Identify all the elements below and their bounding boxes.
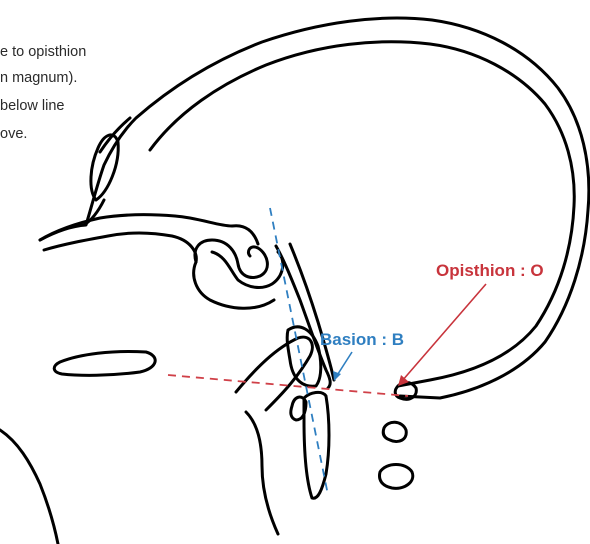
mandible-ramus-lower xyxy=(246,412,278,534)
cranial-base-lower xyxy=(44,233,196,262)
clivus-posterior xyxy=(290,244,334,380)
anterior-cranial-base xyxy=(40,215,258,244)
dens xyxy=(304,392,329,498)
mandibular-ramus xyxy=(236,337,312,410)
hard-palate xyxy=(54,351,155,375)
basion-label: Basion : B xyxy=(320,330,404,349)
cervical-vertebra-2 xyxy=(380,465,413,489)
mandible xyxy=(0,430,58,544)
cervical-vertebra-1 xyxy=(383,422,406,441)
opisthion-label: Opisthion : O xyxy=(436,261,544,280)
opisthion-arrow xyxy=(402,284,486,381)
